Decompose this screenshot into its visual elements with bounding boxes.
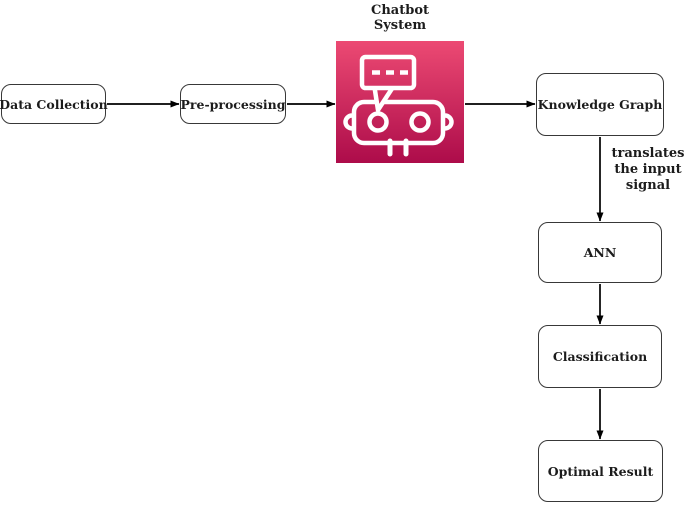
edge-label-line-1: translates (611, 146, 685, 161)
node-optimal-result: Optimal Result (538, 440, 663, 502)
node-label: Knowledge Graph (537, 97, 663, 112)
node-label: ANN (583, 245, 617, 260)
node-pre-processing: Pre-processing (180, 84, 286, 124)
node-ann: ANN (538, 222, 662, 283)
chatbot-system-label: Chatbot System (336, 3, 464, 33)
node-classification: Classification (538, 325, 662, 388)
node-label: Pre-processing (180, 96, 286, 112)
robot-left-eye (367, 111, 389, 133)
chatbot-label-line-1: Chatbot (371, 3, 429, 18)
robot-chat-icon (343, 54, 454, 157)
node-data-collection: Data Collection (0, 84, 108, 124)
edge-label-line-2: the input (614, 162, 682, 177)
node-label: Data Collection (0, 96, 108, 112)
chatbot-node (336, 41, 464, 163)
node-label: Classification (552, 349, 648, 364)
edge-label-line-3: signal (625, 178, 671, 193)
robot-right-eye (409, 111, 431, 133)
edge-label-translates-input-signal: translates the input signal (608, 146, 685, 194)
node-label: Optimal Result (547, 463, 654, 479)
node-knowledge-graph: Knowledge Graph (536, 73, 664, 136)
chatbot-label-line-2: System (373, 18, 427, 33)
